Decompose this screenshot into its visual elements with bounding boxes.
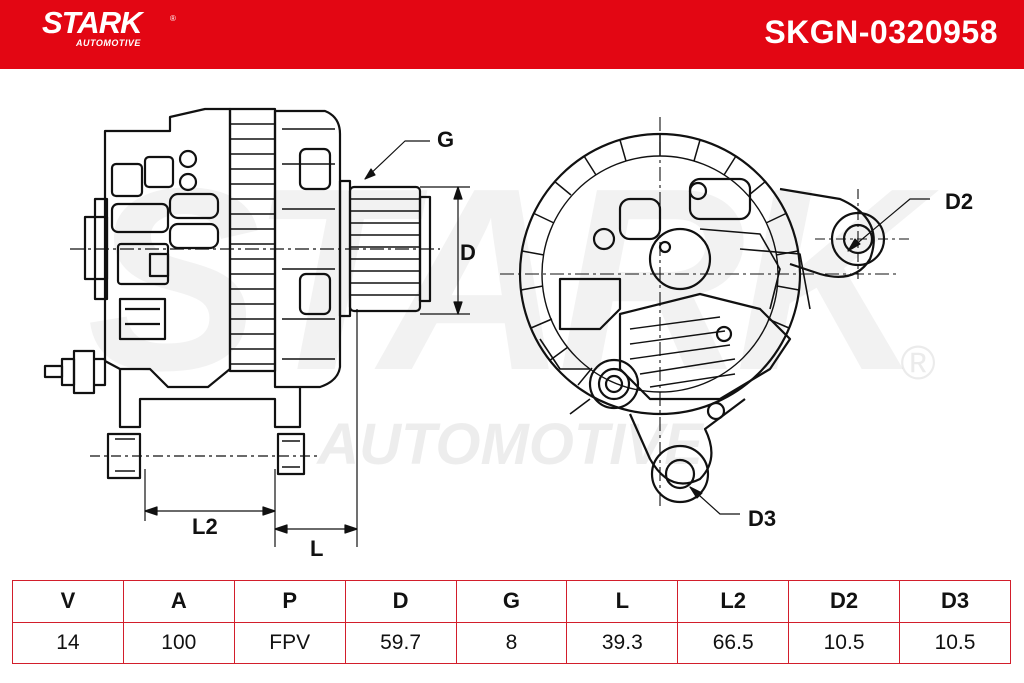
spec-value-row: 14 100 FPV 59.7 8 39.3 66.5 10.5 10.5 <box>12 621 1011 664</box>
label-d3: D3 <box>748 506 776 531</box>
header-bar: STARK AUTOMOTIVE ® SKGN-0320958 <box>0 0 1024 69</box>
spec-header-l2: L2 <box>677 580 790 623</box>
spec-header-d2: D2 <box>788 580 900 623</box>
spec-header-g: G <box>455 580 568 623</box>
brand-name: STARK <box>42 5 142 40</box>
side-dimensions <box>144 140 470 547</box>
spec-value-p: FPV <box>233 621 346 664</box>
label-l: L <box>310 536 323 561</box>
spec-value-a: 100 <box>122 621 235 664</box>
part-number: SKGN-0320958 <box>764 14 998 50</box>
spec-table: V A P D G L L2 D2 D3 14 100 FPV 59.7 8 3… <box>12 580 1011 664</box>
spec-header-v: V <box>12 580 124 623</box>
spec-header-a: A <box>122 580 235 623</box>
brand-logo: STARK AUTOMOTIVE ® <box>42 5 176 48</box>
spec-value-v: 14 <box>12 621 124 664</box>
registered-mark: ® <box>170 14 176 23</box>
label-d: D <box>460 240 476 265</box>
spec-value-d: 59.7 <box>344 621 457 664</box>
label-l2: L2 <box>192 514 218 539</box>
side-view <box>43 107 440 480</box>
label-g: G <box>437 127 454 152</box>
front-view <box>500 117 910 509</box>
spec-header-row: V A P D G L L2 D2 D3 <box>12 580 1011 623</box>
front-dimensions <box>689 198 930 515</box>
spec-header-p: P <box>233 580 346 623</box>
spec-value-l2: 66.5 <box>677 621 790 664</box>
alternator-drawing: G D L2 L D2 D3 <box>43 107 973 561</box>
spec-value-g: 8 <box>455 621 568 664</box>
dimension-labels: G D L2 L D2 D3 <box>192 127 973 561</box>
spec-header-d3: D3 <box>899 580 1011 623</box>
spec-value-d2: 10.5 <box>788 621 900 664</box>
label-d2: D2 <box>945 189 973 214</box>
spec-header-l: L <box>566 580 679 623</box>
spec-header-d: D <box>344 580 457 623</box>
spec-value-d3: 10.5 <box>899 621 1011 664</box>
spec-value-l: 39.3 <box>566 621 679 664</box>
brand-subtitle: AUTOMOTIVE <box>76 38 141 48</box>
